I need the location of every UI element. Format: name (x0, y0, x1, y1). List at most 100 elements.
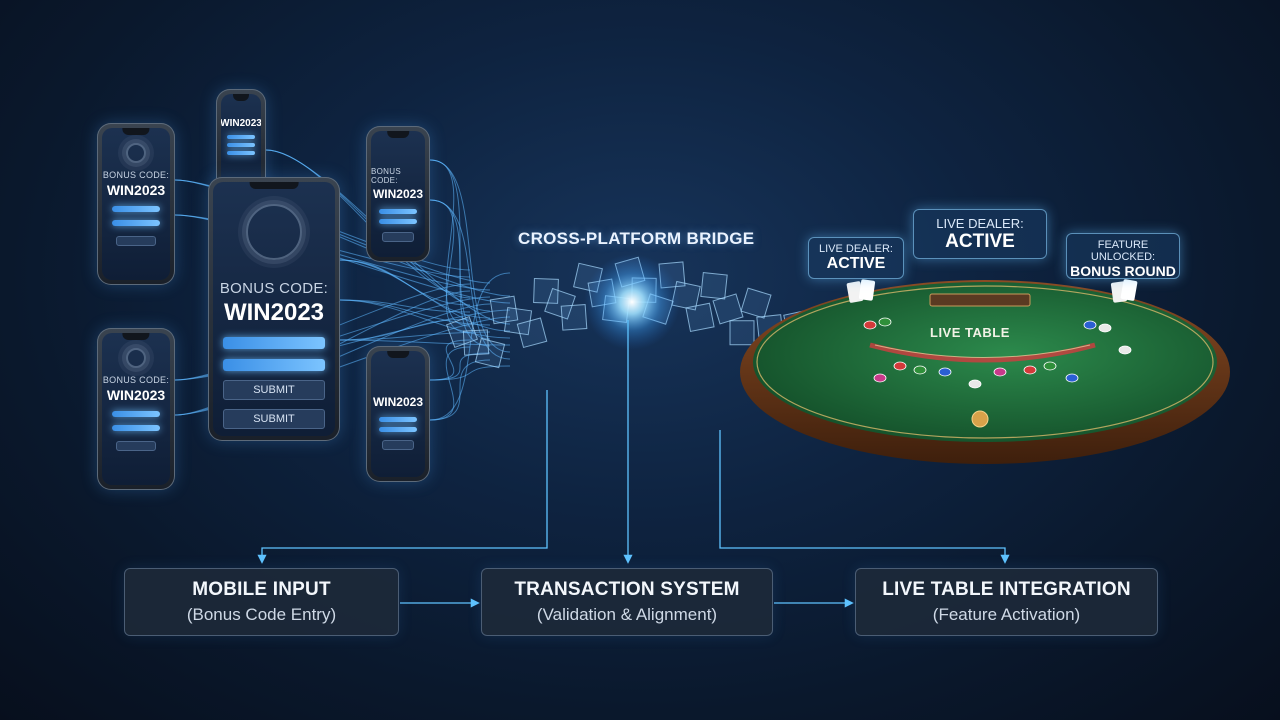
chip (878, 317, 892, 327)
bridge-cube (544, 287, 576, 320)
live-dealer-sign-center: LIVE DEALER: ACTIVE (913, 209, 1047, 259)
flow-title: TRANSACTION SYSTEM (514, 579, 740, 600)
phone-right-bottom: WIN2023 (366, 346, 430, 482)
phone-label: BONUS CODE: (102, 170, 170, 181)
chip (863, 320, 877, 330)
data-wire (429, 339, 471, 381)
main-phone-code: WIN2023 (223, 299, 325, 326)
phone-input-bar[interactable] (226, 135, 256, 139)
phone-input-bar[interactable] (226, 143, 256, 147)
bridge-cube (685, 302, 715, 332)
chip (968, 379, 982, 389)
phone-code: WIN2023 (106, 182, 166, 199)
submit-button[interactable]: SUBMIT (222, 409, 326, 429)
flow-subtitle: (Bonus Code Entry) (186, 605, 337, 624)
bonus-code-input[interactable] (222, 359, 326, 371)
phone-right-top: BONUS CODE: WIN2023 (366, 126, 430, 262)
fingerprint-icon (125, 347, 147, 369)
phone-input-bar[interactable] (378, 417, 418, 422)
phone-button[interactable] (115, 236, 157, 247)
data-wire (174, 179, 511, 297)
phone-code: WIN2023 (106, 387, 166, 404)
bridge-title: CROSS-PLATFORM BRIDGE (518, 229, 755, 248)
phone-input-bar[interactable] (111, 220, 161, 227)
live-table-label: LIVE TABLE (930, 325, 1010, 340)
phone-code: WIN2023 (372, 187, 424, 201)
chip (873, 373, 887, 383)
phone-input-bar[interactable] (226, 151, 256, 155)
phone-input-bar[interactable] (111, 411, 161, 418)
phone-input-bar[interactable] (378, 209, 418, 214)
data-wire (339, 299, 511, 339)
phone-label: BONUS CODE: (371, 167, 401, 185)
main-phone-label: BONUS CODE: (219, 280, 329, 297)
data-wire (429, 346, 471, 421)
phone-top-left: BONUS CODE: WIN2023 (97, 123, 175, 285)
sign-line2: ACTIVE (826, 255, 886, 272)
bridge-cube (560, 303, 588, 331)
chip (1065, 373, 1079, 383)
flow-box-transaction-system: TRANSACTION SYSTEM (Validation & Alignme… (481, 568, 773, 636)
data-wire (429, 159, 511, 353)
flow-title: LIVE TABLE INTEGRATION (882, 579, 1131, 600)
bridge-cube (516, 317, 548, 349)
data-wire (429, 159, 471, 327)
chip (993, 367, 1007, 377)
phone-input-bar[interactable] (378, 219, 418, 224)
feature-unlocked-sign: FEATURE UNLOCKED: BONUS ROUND (1066, 233, 1180, 279)
bridge-cube (474, 337, 506, 369)
phone-top-middle: WIN2023 (216, 89, 266, 193)
flow-subtitle: (Validation & Alignment) (536, 605, 718, 624)
sign-line2: BONUS ROUND (1070, 263, 1176, 279)
chip (1098, 323, 1112, 333)
bridge-cube (503, 306, 533, 336)
live-dealer-sign-left: LIVE DEALER: ACTIVE (808, 237, 904, 279)
flow-subtitle: (Feature Activation) (932, 605, 1081, 624)
chip (1023, 365, 1037, 375)
phone-input-bar[interactable] (111, 206, 161, 213)
bridge-cube (445, 315, 479, 349)
phone-label: BONUS CODE: (102, 375, 170, 386)
data-wire (339, 339, 511, 346)
bridge-cube (700, 272, 728, 300)
data-wire (429, 272, 511, 421)
bonus-code-input[interactable] (222, 337, 326, 349)
flow-box-live-table-integration: LIVE TABLE INTEGRATION (Feature Activati… (855, 568, 1158, 636)
bridge-cube (462, 329, 490, 356)
bridge-cube (740, 287, 772, 319)
sign-line1: LIVE DEALER: (936, 216, 1024, 231)
phone-bottom-left: BONUS CODE: WIN2023 (97, 328, 175, 490)
data-wire (339, 331, 491, 341)
bridge-cube (533, 277, 559, 304)
bridge-cube (729, 320, 755, 346)
chip (938, 367, 952, 377)
sign-line1: FEATURE UNLOCKED: (1090, 239, 1156, 263)
phone-main: BONUS CODE: WIN2023 SUBMIT SUBMIT (208, 177, 340, 441)
flow-title: MOBILE INPUT (192, 579, 331, 600)
phone-input-bar[interactable] (378, 427, 418, 432)
data-wire (429, 359, 491, 421)
data-wire (174, 316, 511, 416)
phone-button[interactable] (115, 441, 157, 452)
chip (1118, 345, 1132, 355)
phone-code: WIN2023 (221, 118, 261, 129)
sign-line2: ACTIVE (945, 231, 1015, 252)
phone-button[interactable] (381, 232, 415, 242)
data-wire (174, 214, 511, 304)
fingerprint-icon (125, 142, 147, 164)
chip (1083, 320, 1097, 330)
chip (1043, 361, 1057, 371)
fingerprint-icon (246, 204, 302, 260)
chip (893, 361, 907, 371)
sign-line1: LIVE DEALER: (819, 243, 893, 255)
submit-button[interactable]: SUBMIT (222, 380, 326, 400)
flow-box-mobile-input: MOBILE INPUT (Bonus Code Entry) (124, 568, 399, 636)
chip (913, 365, 927, 375)
data-wire (429, 199, 511, 360)
phone-input-bar[interactable] (111, 425, 161, 432)
phone-button[interactable] (381, 440, 415, 450)
data-wire (339, 259, 511, 332)
phone-code: WIN2023 (372, 395, 424, 409)
